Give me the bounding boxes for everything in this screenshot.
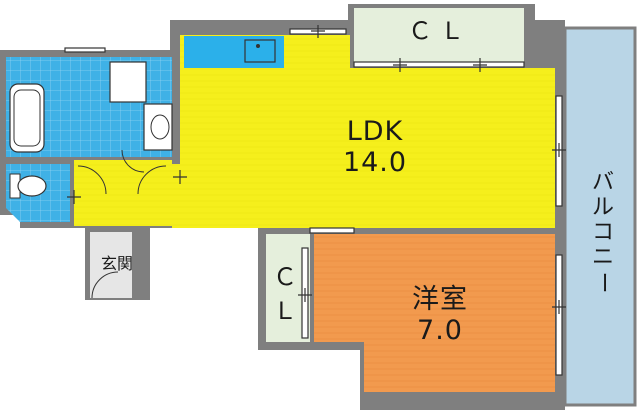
ldk-floor [172,35,555,228]
balcony-char-3: コ [591,220,614,245]
sink [244,39,276,63]
balcony-char-4: ニ [591,245,614,270]
toilet-bowl [17,175,47,197]
cross-marks [67,25,566,314]
faucet-icon [256,44,260,48]
youshitsu-name: 洋室 [412,284,468,315]
ldk-name: LDK [346,116,404,147]
balcony-label: バ ル コ ニ ー [590,170,616,295]
balcony-char-1: バ [591,170,614,195]
entrance-door-swing [91,271,119,299]
closet-top [354,8,524,64]
closet-left-label: Ｃ Ｌ [270,260,300,328]
washing-machine-pan [109,61,147,103]
bath-door-swing [121,149,145,173]
bathtub-inner [13,89,41,147]
balcony-char-2: ル [591,195,614,220]
hall-door-swing-1 [77,165,107,195]
genkan-label: 玄関 [100,254,133,273]
hallway-floor [74,160,172,226]
basin-bowl [150,114,170,140]
youshitsu-size: 7.0 [417,315,463,347]
youshitsu-label: 洋室 7.0 [380,284,500,346]
closet-left-char-1: Ｃ [273,263,297,291]
youshitsu-floor [314,234,555,392]
genkan-floor [90,232,132,298]
kitchen-counter [184,36,284,68]
bathtub [9,83,45,153]
ldk-size: 14.0 [342,147,408,179]
balcony-char-5: ー [590,271,616,294]
hall-door-swing-2 [137,165,167,195]
closet-top-label: ＣＬ [408,17,472,45]
washbasin [143,103,173,151]
closet-left-char-2: Ｌ [273,297,297,325]
ldk-label: LDK 14.0 [300,116,450,178]
